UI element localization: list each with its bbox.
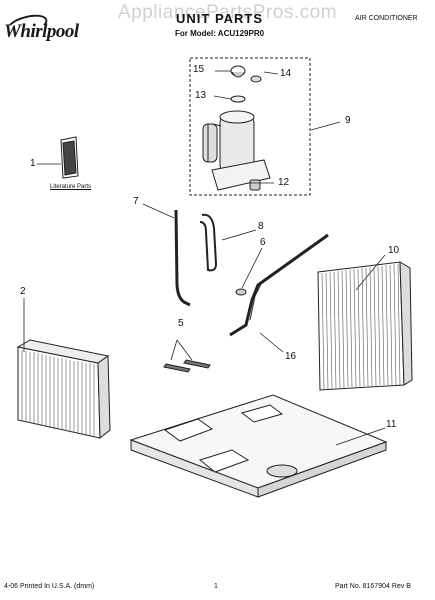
callout-8: 8 [258,221,264,232]
part-5-brackets [163,359,211,373]
category-label: AIR CONDITIONER [355,15,418,22]
callout-9: 9 [345,115,351,126]
callout-10: 10 [388,245,400,256]
part-2-coil [16,339,111,440]
whirlpool-logo: Whirlpool [4,21,79,42]
footer-print-info: 4-06 Printed In U.S.A. (dmm) [4,583,95,590]
callout-2: 2 [20,286,26,297]
part-16-tubing [229,233,329,337]
callout-7: 7 [133,196,139,207]
callout-1: 1 [30,158,36,169]
callout-6: 6 [260,237,266,248]
page-title: UNIT PARTS [176,11,264,26]
page-number: 1 [214,583,218,590]
compressor-group-box [189,57,311,196]
callout-5: 5 [178,318,184,329]
callout-13: 13 [195,90,207,101]
watermark: AppliancePartsPros.com [118,2,338,23]
part-6-valve [235,288,247,296]
part-12-mount [249,179,261,191]
part-10-condenser [317,261,413,391]
callout-15: 15 [193,64,205,75]
part-15-cap [230,65,246,78]
callout-12: 12 [278,177,290,188]
callout-11: 11 [386,419,397,430]
part-11-base-pan [129,394,388,498]
compressor [202,110,271,191]
part-13-washer [230,95,246,103]
literature-parts-label: Literature Parts [50,184,92,190]
literature-booklet [60,136,79,179]
callout-16: 16 [285,351,297,362]
callout-14: 14 [280,68,292,79]
fin-lines [21,263,401,437]
part-14-grommet [250,75,262,83]
part-number: Part No. 8167904 Rev B [335,583,411,590]
part-8-tube [199,213,218,272]
model-line: For Model: ACU129PR0 [175,29,265,38]
part-7-tube [174,209,191,307]
